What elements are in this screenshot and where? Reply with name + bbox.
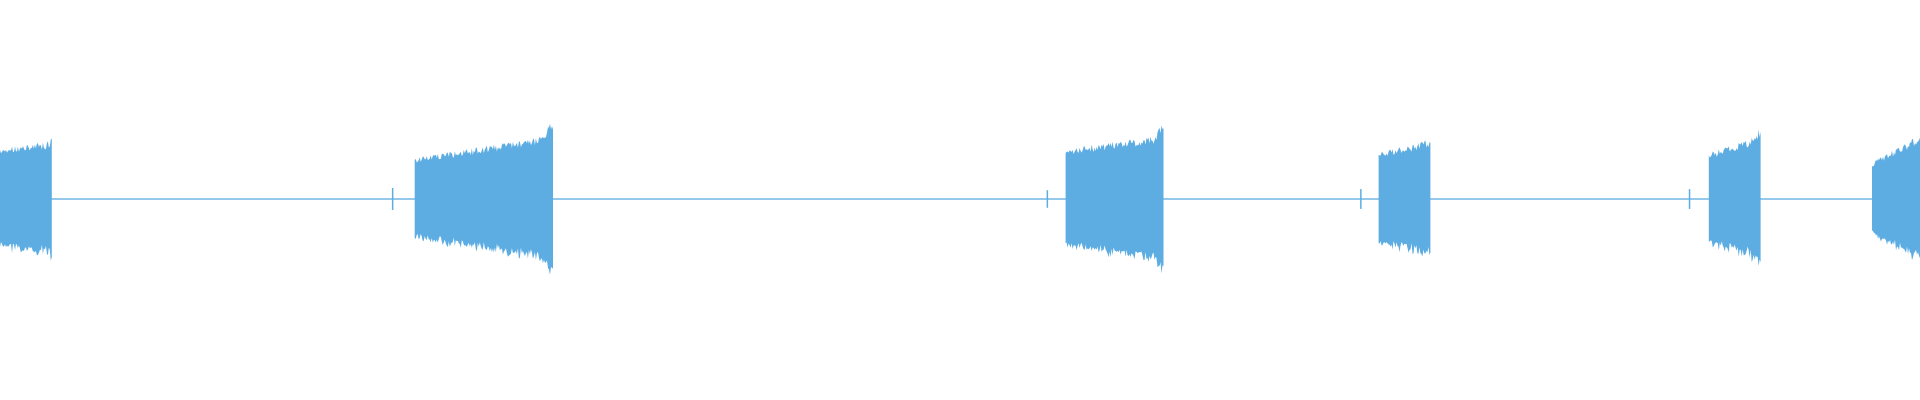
- click-4: [1688, 189, 1691, 209]
- burst-6: [1872, 137, 1920, 261]
- burst-1: [0, 138, 52, 261]
- waveform-baseline: [0, 198, 1920, 200]
- click-2: [1046, 190, 1049, 208]
- burst-4: [1378, 140, 1431, 257]
- waveform-clicks: [391, 188, 1691, 210]
- burst-3: [1065, 125, 1164, 274]
- burst-2: [414, 123, 553, 275]
- click-3: [1360, 189, 1362, 209]
- click-1: [391, 188, 394, 210]
- waveform-bursts: [0, 123, 1920, 275]
- baseline-line: [0, 198, 1920, 200]
- burst-5: [1708, 129, 1761, 266]
